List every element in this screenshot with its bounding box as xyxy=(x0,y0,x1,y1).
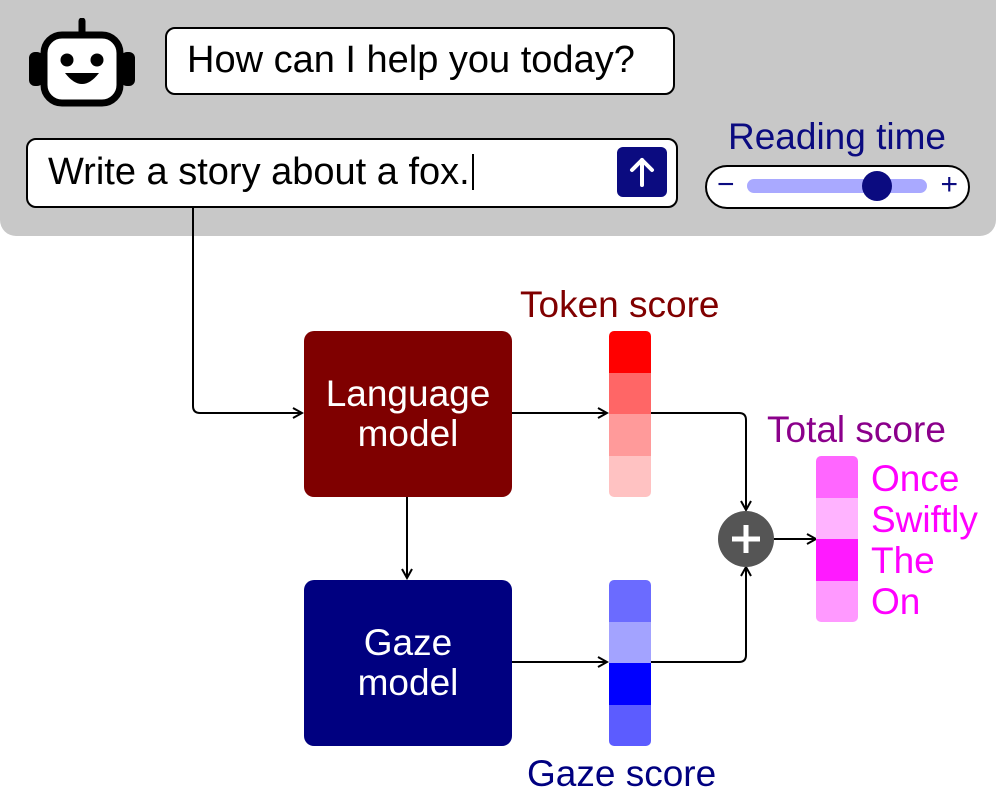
token-score-cell-4 xyxy=(609,455,651,497)
gaze-score-to-sum-arrow xyxy=(651,567,746,663)
total-score-cell-1 xyxy=(816,456,858,498)
gaze-score-cell-2 xyxy=(609,621,651,663)
input-to-language-model-arrow xyxy=(192,208,302,413)
total-score-label: Total score xyxy=(767,409,946,450)
total-score-cell-3 xyxy=(816,539,858,581)
total-word-4: On xyxy=(871,581,921,622)
reading-time-label: Reading time xyxy=(727,116,946,157)
assistant-message: How can I help you today? xyxy=(165,27,675,95)
total-score-cell-4 xyxy=(816,580,858,622)
reading-time-slider[interactable]: − + xyxy=(705,165,970,209)
token-score-cell-1 xyxy=(609,331,651,373)
language-model-box: Language model xyxy=(304,331,512,497)
token-score-to-sum-arrow xyxy=(651,412,746,510)
gaze-score-label: Gaze score xyxy=(527,753,717,794)
total-score-words: Once Swiftly The On xyxy=(871,458,978,622)
language-model-label: Language model xyxy=(325,373,491,454)
gaze-score-cell-1 xyxy=(609,580,651,622)
total-word-3: The xyxy=(871,540,935,581)
token-score-cell-3 xyxy=(609,414,651,456)
text-caret xyxy=(471,154,474,190)
slider-plus[interactable]: + xyxy=(940,168,958,201)
slider-thumb[interactable] xyxy=(861,171,892,201)
robot-icon xyxy=(29,18,135,107)
gaze-model-box: Gaze model xyxy=(304,580,512,746)
sum-node xyxy=(718,511,774,567)
gaze-score-cell-4 xyxy=(609,704,651,746)
token-score-cell-2 xyxy=(609,372,651,414)
token-score-label: Token score xyxy=(520,284,720,325)
slider-minus[interactable]: − xyxy=(717,168,735,201)
arrow-up-icon xyxy=(630,158,654,187)
total-word-2: Swiftly xyxy=(871,499,978,540)
chat-input[interactable]: Write a story about a fox. xyxy=(26,138,678,208)
total-score-cell-2 xyxy=(816,497,858,539)
send-button[interactable] xyxy=(617,147,667,197)
gaze-model-label: Gaze model xyxy=(357,622,459,703)
gaze-score-cell-3 xyxy=(609,663,651,705)
chat-input-text: Write a story about a fox. xyxy=(48,151,470,193)
total-word-1: Once xyxy=(871,458,960,499)
